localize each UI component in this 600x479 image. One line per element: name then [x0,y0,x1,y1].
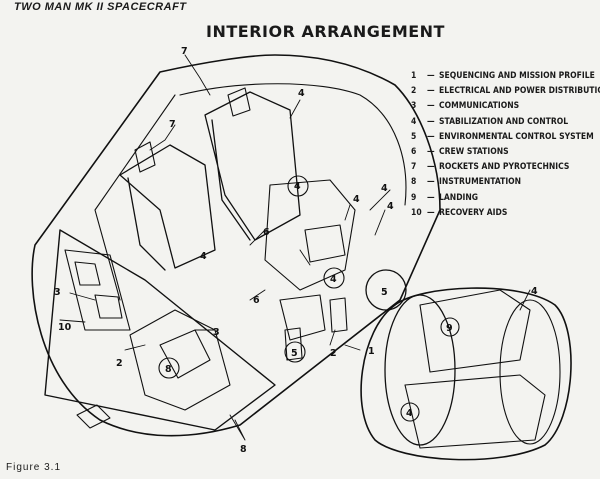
instrument-panel-center [129,309,231,411]
leader-lines [59,54,531,441]
callout-label: 4 [298,88,305,99]
capsule-inner-wall [94,83,407,301]
capsule-outer-shell [31,54,441,437]
instrument-panel-left [64,249,131,331]
landing-tank [419,289,531,373]
diagram-title: INTERIOR ARRANGEMENT [206,22,445,41]
adapter-module-shell [360,287,572,461]
legend-item: 8—INSTRUMENTATION [411,177,522,188]
ecs-tank [365,269,407,311]
callout-label: 5 [291,348,298,359]
equipment-cylinder [284,297,348,361]
callout-label: 1 [368,346,375,357]
callout-circle [287,175,309,197]
callout-label: 4 [406,408,413,419]
legend-item: 7—ROCKETS AND PYROTECHNICS [411,162,570,173]
legend-item: 9—LANDING [411,192,479,203]
callout-label: 3 [213,327,220,338]
seat-headrest-left [134,141,156,173]
equipment-cluster [264,179,356,341]
crew-seat-left [119,144,216,271]
callout-label: 3 [54,287,61,298]
callout-label: 5 [381,287,388,298]
callout-label: 7 [169,119,176,130]
callout-circle [323,267,345,289]
legend-item: 2—ELECTRICAL AND POWER DISTRIBUTION [411,86,600,97]
callout-label: 9 [446,323,453,334]
callout-label: 4 [387,201,394,212]
legend-item: 10—RECOVERY AIDS [411,207,508,218]
lower-propellant-tank [404,374,546,449]
callout-label: 8 [165,364,172,375]
callout-label: 4 [531,286,538,297]
adapter-rear-ring [499,299,561,445]
legend-item: 5—ENVIRONMENTAL CONTROL SYSTEM [411,131,594,142]
document-header: TWO MAN MK II SPACECRAFT [14,1,187,13]
seat-headrest-right [227,87,251,117]
legend-item: 1—SEQUENCING AND MISSION PROFILE [411,71,595,81]
stowage-box [76,404,111,429]
callout-label: 10 [58,322,72,333]
callout-circle [284,341,306,363]
callout-label: 2 [116,358,123,369]
callout-circle [158,357,180,379]
lower-tank-marker [400,402,420,422]
legend-list: 1—SEQUENCING AND MISSION PROFILE 2—ELECT… [411,69,600,221]
callout-label: 4 [294,181,301,192]
callout-label: 6 [263,227,270,238]
callout-label: 4 [330,274,337,285]
landing-marker [440,317,460,337]
legend-item: 4—STABILIZATION AND CONTROL [411,116,569,127]
legend-item: 3—COMMUNICATIONS [411,101,520,112]
callout-label: 7 [181,46,188,57]
callout-label: 4 [200,251,207,262]
callout-label: 4 [381,183,388,194]
callout-label: 8 [240,444,247,455]
adapter-front-ring [384,294,456,446]
callout-label: 6 [253,295,260,306]
callout-label: 4 [353,194,360,205]
callout-label: 2 [330,348,337,359]
crew-seat-right [204,91,301,241]
hatch-opening [44,229,276,431]
figure-caption: Figure 3.1 [6,462,62,473]
